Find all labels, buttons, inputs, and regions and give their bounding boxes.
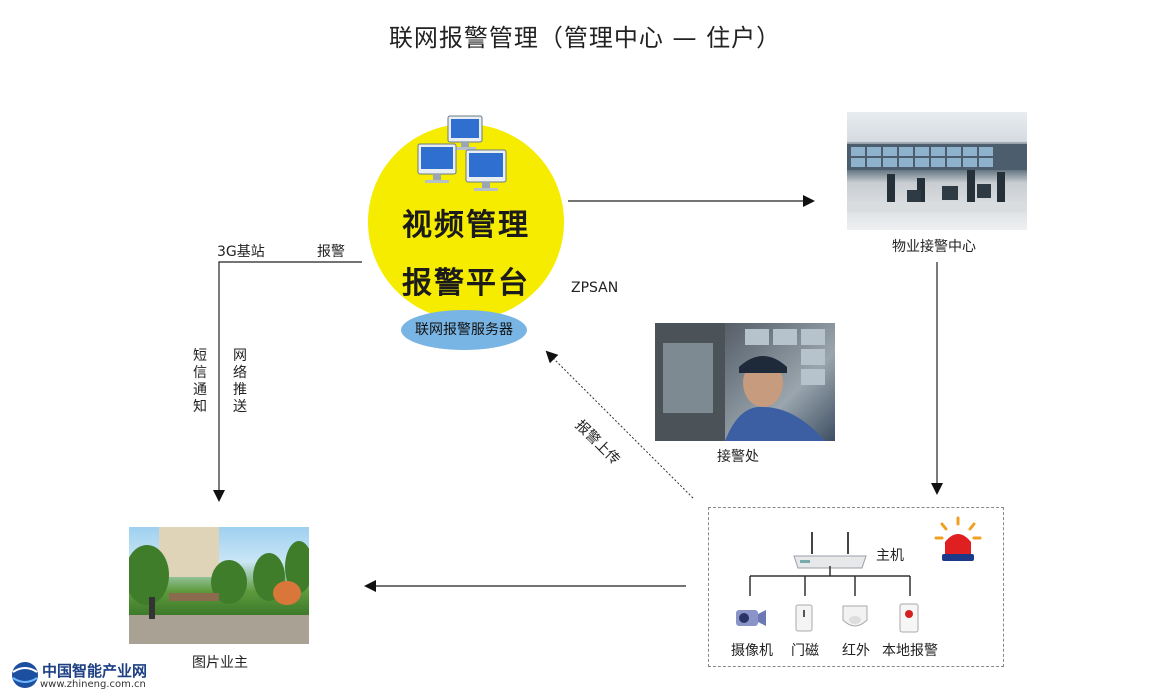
- door-magnet-icon: [795, 604, 813, 632]
- property-center-image: [847, 112, 1027, 230]
- globe-logo-icon: [12, 662, 38, 688]
- server-label: 联网报警服务器: [415, 322, 513, 338]
- watermark-name: 中国智能产业网: [42, 662, 148, 680]
- label-3g-base-station: 3G基站: [217, 244, 265, 260]
- alarm-system-box: [708, 507, 1004, 667]
- arrow-alarm-upload: [545, 350, 694, 499]
- device-door-magnet-label: 门磁: [791, 643, 819, 659]
- device-local-alarm-label: 本地报警: [882, 643, 938, 659]
- label-network-push: 网络推送: [233, 348, 247, 415]
- watermark-url: www.zhineng.com.cn: [40, 679, 146, 690]
- camera-icon: [736, 610, 766, 626]
- platform-title-line1: 视频管理: [402, 208, 530, 243]
- infrared-sensor-icon: [842, 605, 868, 627]
- label-alarm: 报警: [317, 244, 345, 260]
- reception-image: [655, 323, 835, 441]
- label-sms-notice: 短信通知: [193, 348, 207, 415]
- property-center-label: 物业接警中心: [892, 239, 976, 255]
- host-label: 主机: [876, 548, 904, 564]
- device-tree-lines: [749, 566, 911, 596]
- platform-title-line2: 报警平台: [402, 266, 530, 301]
- device-infrared-label: 红外: [842, 643, 870, 659]
- owner-image: [129, 527, 309, 644]
- device-camera-label: 摄像机: [731, 643, 773, 659]
- alarm-light-icon: [934, 516, 982, 561]
- arrow-platform-to-owner: [213, 261, 362, 502]
- owner-label: 图片业主: [192, 655, 248, 671]
- page-title: 联网报警管理（管理中心 — 住户）: [388, 24, 782, 52]
- host-router-icon: [793, 532, 867, 569]
- local-alarm-button-icon: [899, 603, 919, 633]
- server-ellipse: [401, 310, 527, 350]
- reception-label: 接警处: [717, 449, 759, 465]
- label-zpsan: ZPSAN: [571, 280, 619, 296]
- monitors-icon: [417, 115, 507, 191]
